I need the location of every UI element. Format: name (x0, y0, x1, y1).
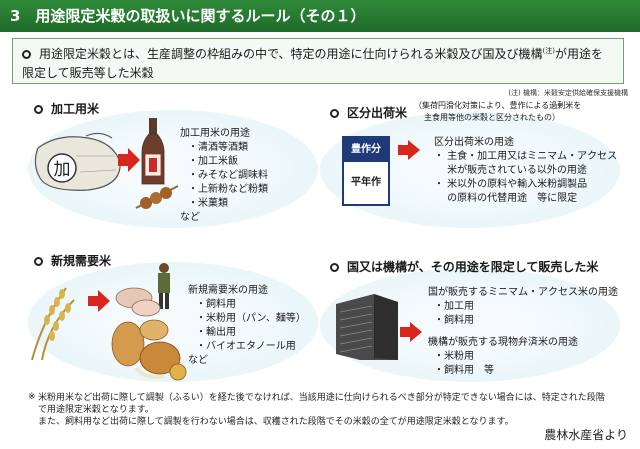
kuni-title: 国又は機構が、その用途を限定して販売した米 (347, 260, 599, 274)
shinki-usage-list: 新規需要米の用途 ・飼料用 ・米粉用（パン、麺等） ・輸出用 ・バイオエタノール… (188, 284, 306, 368)
list-item: ・飼料用 等 (434, 365, 494, 376)
footnote-mark: ※ (28, 392, 36, 402)
arrow-right-icon (398, 140, 420, 160)
list-item: ・米菓類 (188, 198, 228, 209)
footnote-line3: また、飼料用など出荷に際して調製を行わない場合は、収穫された段階でその米穀の全て… (38, 417, 514, 427)
list-item: 米が販売されている以外の用途 (434, 165, 587, 176)
organization-note: (注) 機構：米穀安定供給確保支援機構 (508, 89, 628, 97)
arrow-right-icon (88, 290, 110, 312)
list-item: ・ 米以外の原料や輸入米粉調製品 (434, 179, 588, 190)
shinki-title: 新規需要米 (51, 254, 112, 268)
kakou-title: 加工用米 (51, 102, 100, 116)
kuni-section-title: 国又は機構が、その用途を限定して販売した米 (330, 258, 598, 275)
rice-bag-icon: 加 (34, 132, 121, 191)
rice-ear-icon (31, 287, 75, 361)
definition-text: 用途限定米穀とは、生産調整の枠組みの中で、特定の用途に仕向けられる米穀及び国及び… (22, 42, 618, 83)
bullet-icon (34, 105, 43, 114)
list-item: ・ 主食・加工用又はミニマム・アクセス (434, 151, 618, 162)
kubun-subtitle: （集荷円滑化対策により、豊作による過剰米を 主食用等他の米穀と区分されたもの） (414, 100, 581, 124)
source-credit: 農林水産省より (544, 428, 628, 442)
footnote-line2: で用途限定米穀となります。 (38, 405, 154, 415)
bullet-icon (330, 263, 339, 272)
arrow-right-icon (118, 148, 140, 172)
kakou-usage-list: 加工用米の用途 ・清酒等酒類 ・加工米飯 ・みそなど調味料 ・上新粉など粉類 ・… (180, 127, 268, 225)
list-item: ・米粉用 (434, 351, 474, 362)
livestock-icon (115, 263, 170, 317)
bullet-icon (330, 109, 339, 118)
list-item: ・輸出用 (196, 327, 236, 338)
definition-line2: 限定して販売等した米穀 (22, 66, 154, 80)
bread-food-icon (111, 319, 187, 381)
kakou-list-title: 加工用米の用途 (180, 128, 250, 139)
list-item: ・清酒等酒類 (188, 142, 248, 153)
kubun-subtitle-line2: 主食用等他の米穀と区分されたもの） (424, 113, 560, 122)
list-item: の原料の代替用途 等に限定 (434, 193, 578, 204)
list-item: ・上新粉など粉類 (188, 184, 268, 195)
kubun-title: 区分出荷米 (347, 106, 408, 120)
bag-label: 加 (54, 160, 71, 180)
kakou-section-title: 加工用米 (34, 100, 99, 117)
page-title: 3 用途限定米穀の取扱いに関するルール（その１） (0, 0, 640, 32)
definition-line1: 用途限定米穀とは、生産調整の枠組みの中で、特定の用途に仕向けられる米穀及び国及び… (39, 47, 543, 61)
kuni-list2-title: 機構が販売する現物弁済米の用途 (428, 337, 578, 348)
list-item: ・米粉用（パン、麺等） (196, 313, 306, 324)
kuni-usage-list: 国が販売するミニマム・アクセス米の用途 ・加工用 ・飼料用 機構が販売する現物弁… (428, 286, 618, 378)
bullet-icon (22, 50, 31, 59)
dango-icon (135, 185, 179, 209)
kubun-usage-list: 区分出荷米の用途 ・ 主食・加工用又はミニマム・アクセス 米が販売されている以外… (434, 136, 617, 206)
footnote: 米粉用米など出荷に際して調製（ふるい）を経た後でなければ、当該用途に仕向けられる… (38, 392, 628, 428)
list-item: など (180, 212, 200, 223)
kuni-list1-title: 国が販売するミニマム・アクセス米の用途 (428, 287, 618, 298)
surplus-label: 豊作分 (344, 138, 388, 162)
normal-yield-label: 平年作 (351, 177, 381, 188)
arrow-right-icon (400, 322, 422, 342)
sake-bottle-icon (141, 118, 165, 185)
list-item: ・みそなど調味料 (188, 170, 268, 181)
shinki-list-title: 新規需要米の用途 (188, 285, 268, 296)
footnote-line1: 米粉用米など出荷に際して調製（ふるい）を経た後でなければ、当該用途に仕向けられる… (38, 393, 605, 403)
kubun-list-title: 区分出荷米の用途 (434, 137, 514, 148)
kubun-subtitle-line1: （集荷円滑化対策により、豊作による過剰米を (414, 101, 582, 110)
definition-line1-end: が用途を (555, 47, 604, 61)
kubun-section-title: 区分出荷米 (330, 104, 407, 121)
harvest-split-box: 豊作分 平年作 (342, 136, 390, 206)
bullet-icon (34, 257, 43, 266)
list-item: ・飼料用 (196, 299, 236, 310)
list-item: ・加工用 (434, 301, 474, 312)
definition-note-mark: (注) (542, 47, 555, 55)
list-item: など (188, 355, 208, 366)
list-item: ・加工米飯 (188, 156, 238, 167)
shinki-section-title: 新規需要米 (34, 252, 111, 269)
list-item: ・飼料用 (434, 315, 474, 326)
list-item: ・バイオエタノール用 (196, 341, 296, 352)
government-building-icon (336, 294, 398, 360)
definition-box (12, 38, 624, 84)
